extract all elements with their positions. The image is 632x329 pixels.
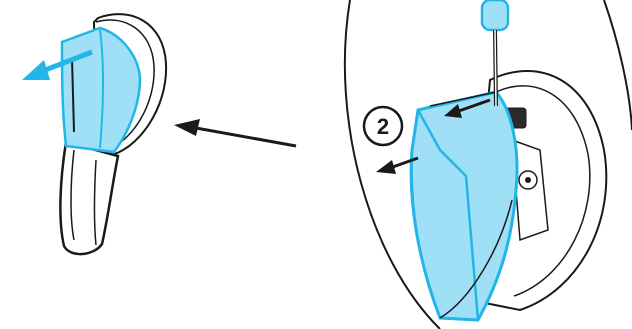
arrow-left-icon	[174, 119, 296, 146]
left-lever-handle	[60, 142, 118, 254]
screwdriver-shaft-core	[495, 30, 496, 106]
detail-mechanism-screw-center	[525, 177, 531, 183]
detail-view: 2	[345, 0, 632, 329]
step-number: 2	[377, 114, 389, 139]
screwdriver-handle	[482, 0, 508, 30]
detail-oval-frame-right	[604, 0, 632, 130]
left-device-view	[22, 14, 166, 254]
step-badge: 2	[364, 107, 402, 145]
